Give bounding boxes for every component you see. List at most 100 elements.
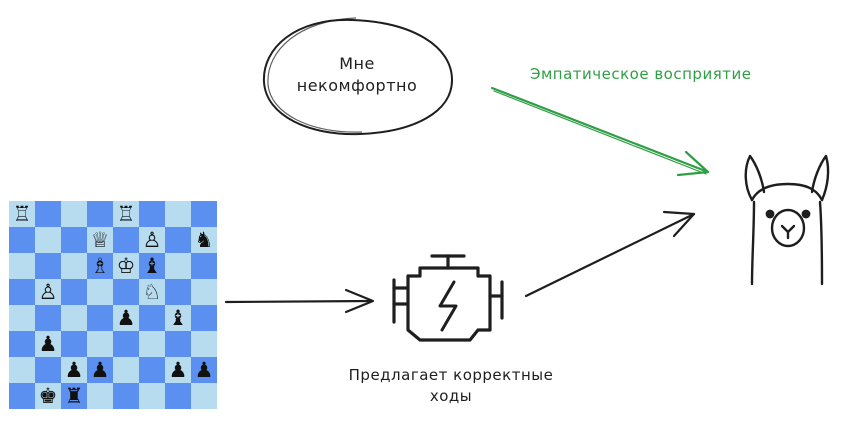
board-square: [35, 227, 61, 253]
chessboard: ♖♖♕♙♞♗♔♝♙♘♟♝♟♟♟♟♟♚♜: [9, 201, 217, 409]
board-square: [165, 227, 191, 253]
board-square: [165, 331, 191, 357]
board-square: [35, 201, 61, 227]
board-square: [191, 253, 217, 279]
empathy-arrow-line: [490, 86, 710, 174]
empathy-label: Эмпатическое восприятие: [530, 65, 751, 83]
chess-piece: ♟: [117, 306, 136, 330]
board-square: [113, 383, 139, 409]
chess-piece: ♟: [39, 332, 58, 356]
board-square: [87, 383, 113, 409]
chessboard-squares: [9, 201, 217, 409]
board-square: [139, 201, 165, 227]
board-square: [165, 357, 191, 383]
llama-snout: [770, 208, 806, 248]
chess-piece: ♟: [195, 358, 214, 382]
llama-right-ear: [810, 154, 830, 202]
llama-left-eye: [765, 209, 775, 219]
board-square: [191, 357, 217, 383]
chess-piece: ♙: [39, 280, 58, 304]
board-square: [61, 305, 87, 331]
chess-piece: ♘: [143, 280, 162, 304]
board-square: [87, 253, 113, 279]
board-square: [113, 279, 139, 305]
chess-piece: ♖: [117, 202, 136, 226]
board-square: [165, 201, 191, 227]
board-square: [87, 201, 113, 227]
board-square: [113, 201, 139, 227]
board-square: [191, 331, 217, 357]
engine-to-llama-arrow: [524, 210, 696, 298]
board-square: [113, 305, 139, 331]
chess-piece: ♟: [91, 358, 110, 382]
board-square: [113, 227, 139, 253]
board-square: [61, 279, 87, 305]
thought-bubble: Мне некомфортно: [262, 17, 454, 136]
board-square: [9, 227, 35, 253]
engine-caption-line1: Предлагает корректные: [349, 366, 554, 384]
board-square: [165, 383, 191, 409]
board-square: [9, 357, 35, 383]
chess-piece: ♚: [39, 384, 58, 408]
board-square: [61, 357, 87, 383]
chess-piece: ♙: [143, 228, 162, 252]
llama-mouth: [780, 224, 796, 240]
board-to-engine-arrow-head: [344, 288, 375, 314]
board-square: [35, 305, 61, 331]
board-to-engine-arrow: [224, 288, 375, 314]
thought-bubble-outline: [262, 18, 454, 136]
engine-to-llama-arrow-line: [524, 212, 696, 298]
board-square: [139, 357, 165, 383]
board-square: [191, 201, 217, 227]
board-square: [87, 331, 113, 357]
chess-piece: ♖: [13, 202, 32, 226]
board-square: [191, 227, 217, 253]
board-square: [165, 305, 191, 331]
chess-piece: ♜: [65, 384, 84, 408]
board-square: [113, 357, 139, 383]
board-square: [139, 331, 165, 357]
board-square: [9, 201, 35, 227]
board-square: [61, 227, 87, 253]
board-square: [35, 253, 61, 279]
board-square: [9, 279, 35, 305]
engine-to-llama-arrow-head: [662, 210, 696, 238]
board-square: [61, 331, 87, 357]
board-square: [139, 305, 165, 331]
board-square: [35, 357, 61, 383]
chess-piece: ♕: [91, 228, 110, 252]
board-square: [139, 383, 165, 409]
llama-head: [750, 182, 824, 202]
board-square: [165, 279, 191, 305]
board-square: [191, 383, 217, 409]
llama-neck-right: [818, 200, 824, 286]
chess-piece: ♝: [169, 306, 188, 330]
thought-bubble-outline-sketch: [267, 17, 363, 133]
board-square: [139, 227, 165, 253]
llama-neck-left: [750, 200, 756, 286]
board-square: [9, 383, 35, 409]
chess-piece: ♔: [117, 254, 136, 278]
board-square: [191, 279, 217, 305]
board-square: [61, 201, 87, 227]
board-square: [113, 331, 139, 357]
board-square: [87, 357, 113, 383]
board-square: [87, 227, 113, 253]
board-square: [35, 279, 61, 305]
engine-caption-line2: ходы: [430, 387, 472, 405]
board-square: [139, 279, 165, 305]
board-square: [139, 253, 165, 279]
board-square: [9, 331, 35, 357]
thought-bubble-line1: Мне: [339, 54, 375, 73]
chess-piece: ♗: [91, 254, 110, 278]
chess-piece: ♞: [195, 228, 214, 252]
chess-piece: ♝: [143, 254, 162, 278]
thought-bubble-line2: некомфортно: [297, 76, 418, 95]
board-square: [87, 279, 113, 305]
llama-left-ear: [744, 154, 766, 202]
board-square: [87, 305, 113, 331]
board-square: [35, 331, 61, 357]
chess-piece: ♟: [65, 358, 84, 382]
board-square: [9, 253, 35, 279]
